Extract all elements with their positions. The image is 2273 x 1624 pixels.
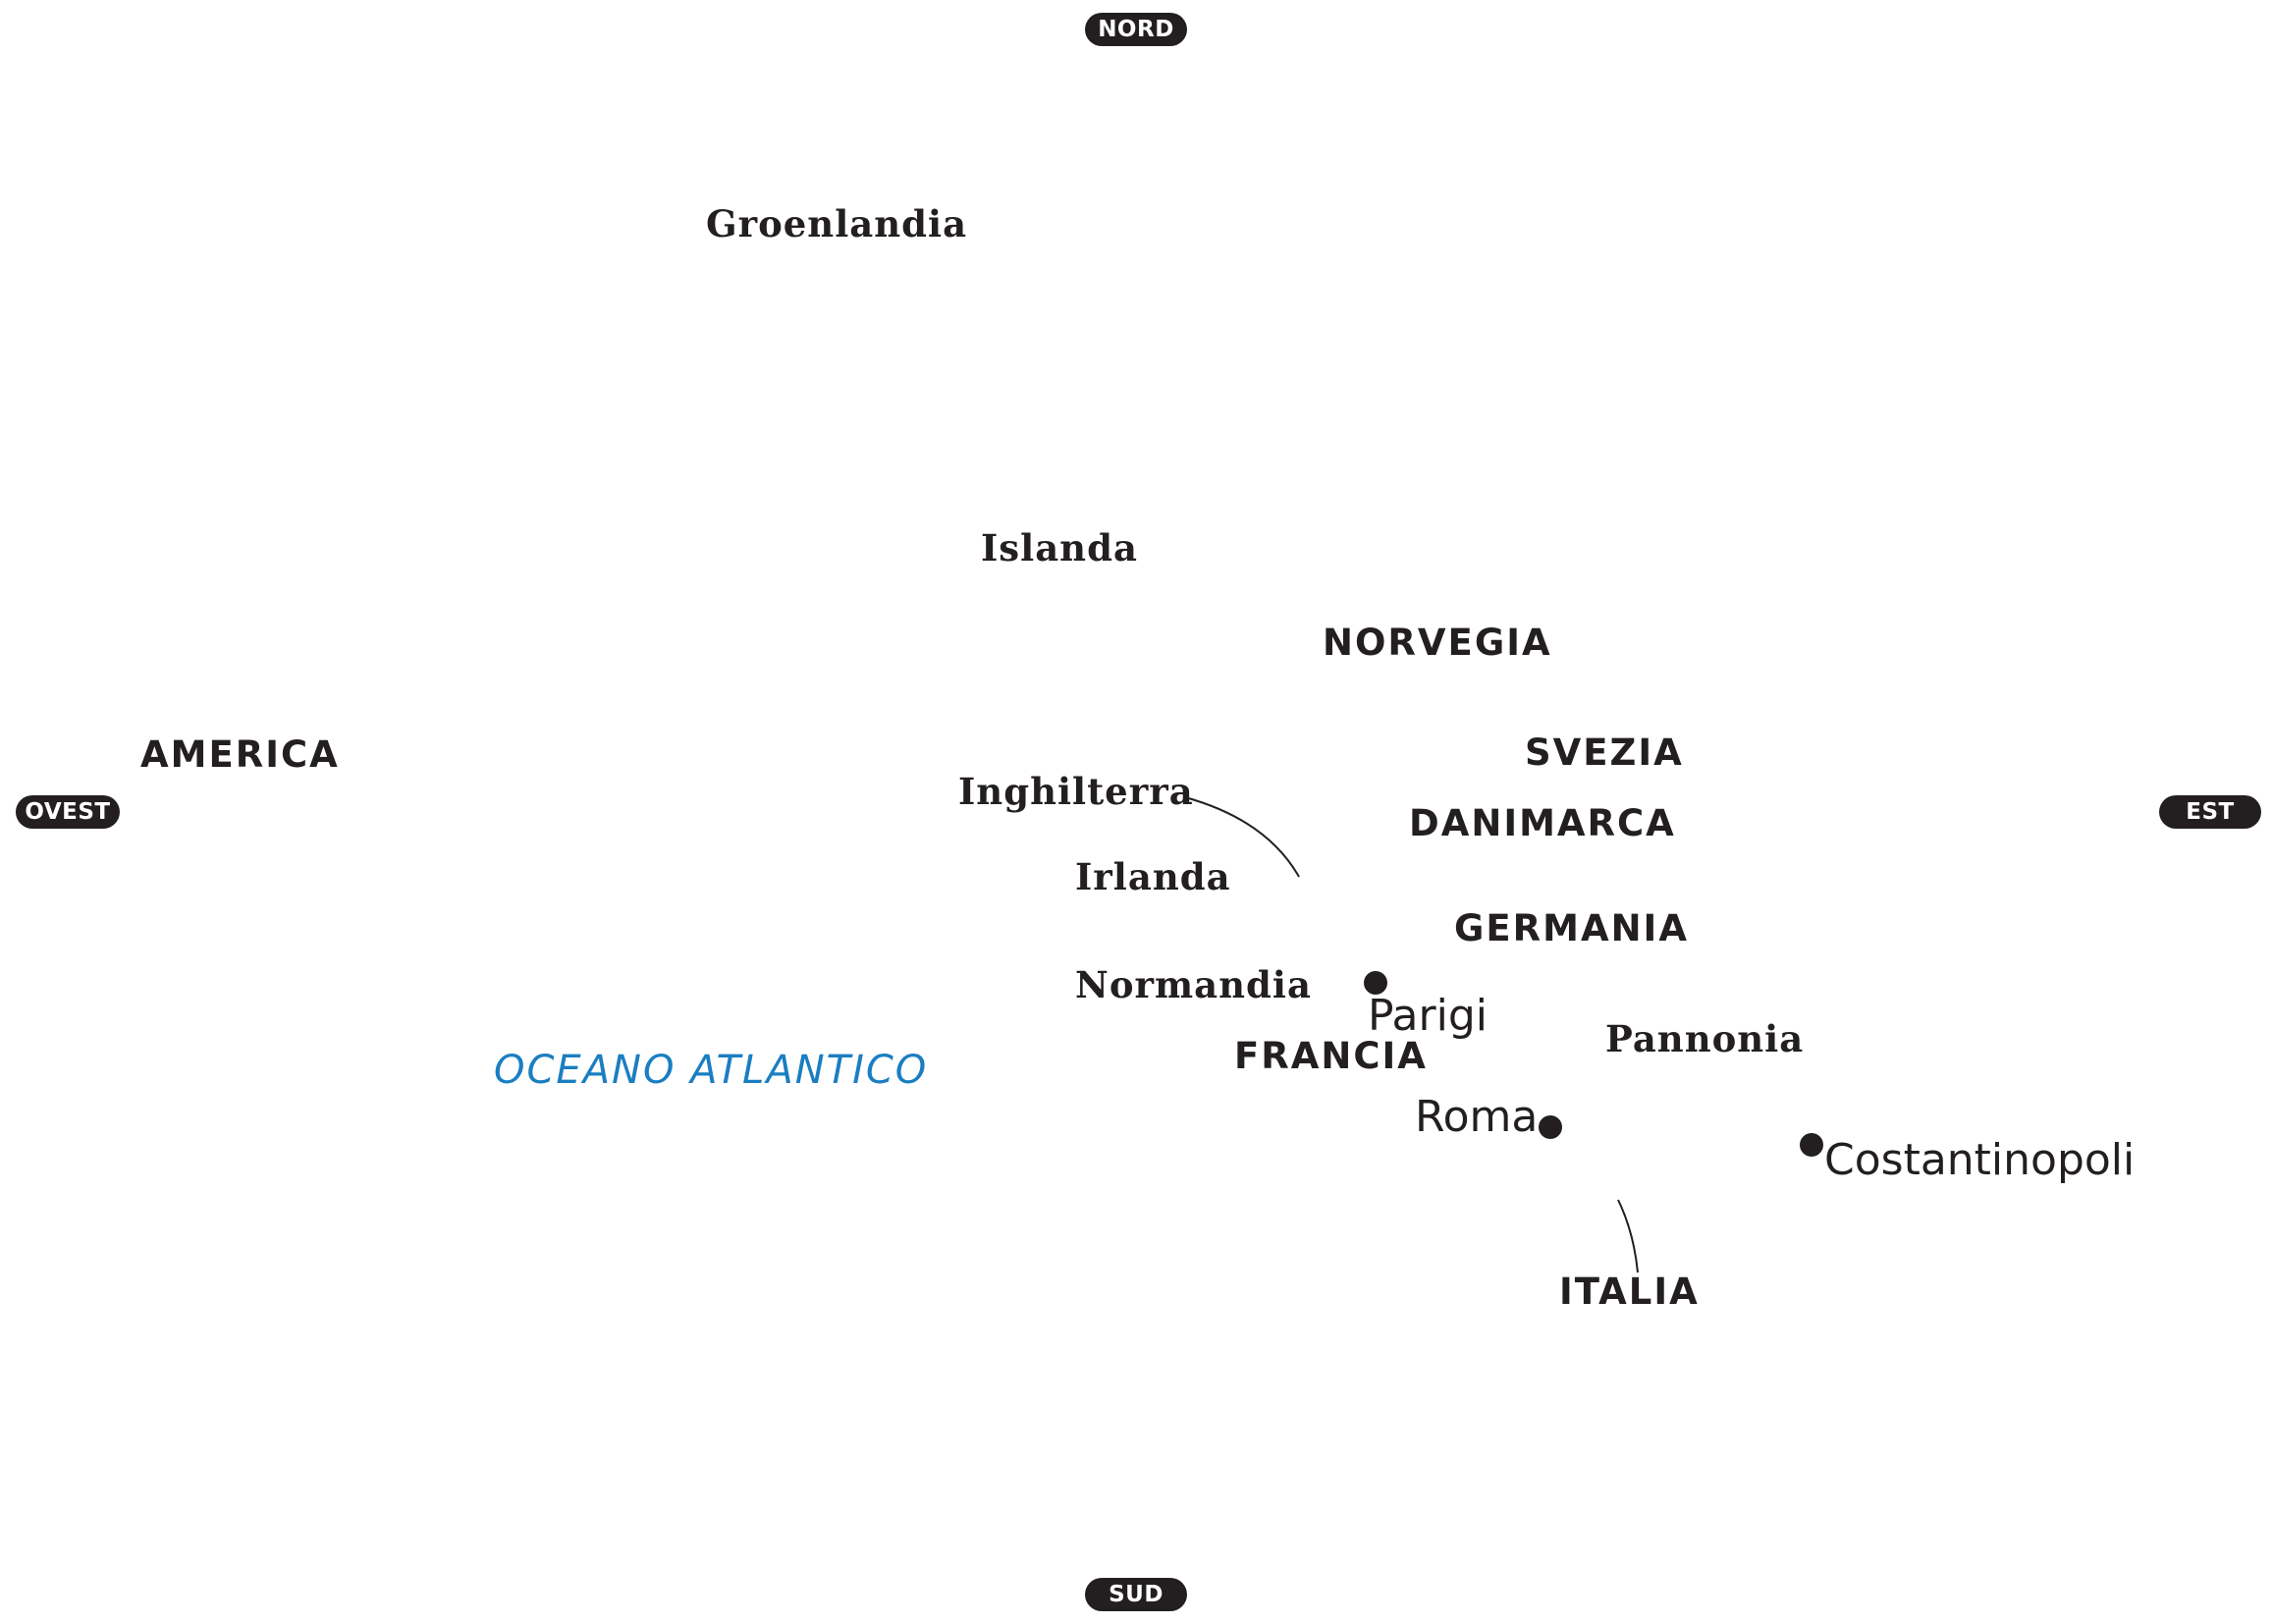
compass-east-badge: EST xyxy=(2159,795,2261,829)
label-costantinopoli: Costantinopoli xyxy=(1824,1135,2136,1185)
label-italia: ITALIA xyxy=(1559,1271,1700,1313)
label-irlanda: Irlanda xyxy=(1075,855,1231,898)
label-svezia: SVEZIA xyxy=(1525,731,1684,774)
compass-north-badge: NORD xyxy=(1085,13,1187,46)
label-oceano-atlantico: OCEANO ATLANTICO xyxy=(494,1048,929,1093)
label-francia: FRANCIA xyxy=(1234,1035,1428,1077)
compass-south-badge: SUD xyxy=(1085,1578,1187,1611)
compass-west-badge: OVEST xyxy=(16,795,120,829)
label-danimarca: DANIMARCA xyxy=(1409,802,1676,844)
leader-line-italia xyxy=(1617,1199,1639,1273)
label-normandia: Normandia xyxy=(1075,963,1312,1006)
label-norvegia: NORVEGIA xyxy=(1323,622,1552,664)
label-islanda: Islanda xyxy=(981,526,1138,569)
label-germania: GERMANIA xyxy=(1454,907,1689,949)
city-marker-costantinopoli xyxy=(1800,1133,1823,1157)
label-roma: Roma xyxy=(1415,1092,1539,1142)
label-inghilterra: Inghilterra xyxy=(958,770,1194,813)
city-marker-roma xyxy=(1539,1115,1562,1139)
label-parigi: Parigi xyxy=(1368,991,1488,1041)
leader-line-inghilterra xyxy=(1184,796,1300,878)
label-america: AMERICA xyxy=(140,733,340,776)
label-pannonia: Pannonia xyxy=(1605,1017,1805,1060)
label-groenlandia: Groenlandia xyxy=(706,202,968,245)
city-marker-parigi xyxy=(1364,971,1387,995)
